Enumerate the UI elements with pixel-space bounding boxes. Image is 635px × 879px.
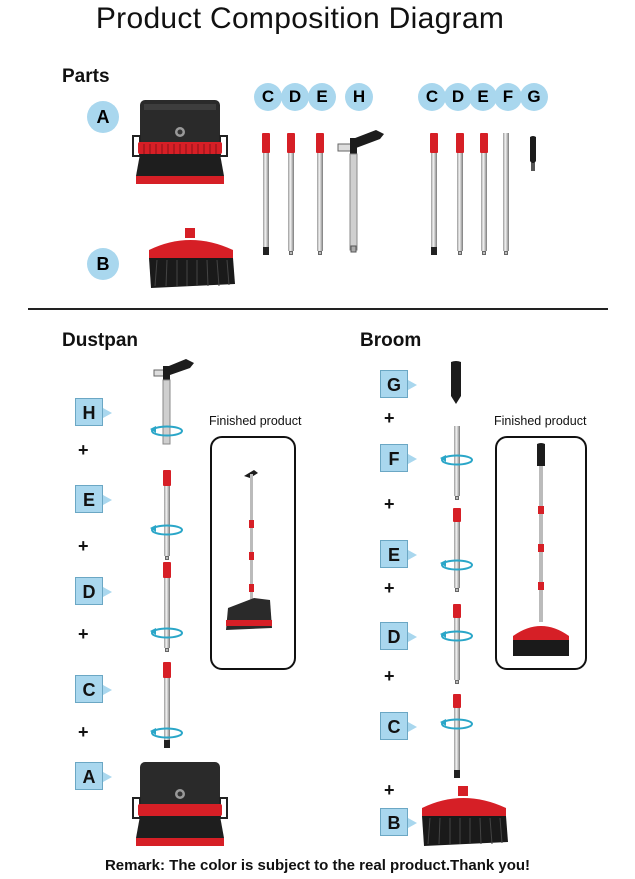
broom-finished-image [513, 443, 569, 656]
part-d-label: D [281, 83, 309, 111]
plus-sign: + [384, 408, 395, 428]
rotate-arrow-icon [440, 718, 473, 730]
broom-step-g-label: G [380, 370, 417, 398]
broom-head-image [149, 228, 235, 288]
broom-step-d-label: D [380, 622, 417, 650]
rotate-arrow-icon [150, 524, 183, 536]
broom-step-c-label: C [380, 712, 417, 740]
plus-sign: + [78, 536, 89, 556]
pole-f [503, 133, 509, 255]
dustpan-step-h-label: H [75, 398, 112, 426]
rotate-arrow-icon [440, 559, 473, 571]
pole-e2 [480, 133, 488, 255]
dustpan-step-h-image [153, 359, 194, 445]
dustpan-finished-image [226, 470, 272, 630]
broom-finished-frame [495, 436, 587, 670]
rotate-arrow-icon [150, 727, 183, 739]
broom-step-g-image [451, 361, 461, 404]
plus-sign: + [78, 624, 89, 644]
part-g-label: G [520, 83, 548, 111]
plus-sign: + [384, 578, 395, 598]
plus-sign: + [78, 440, 89, 460]
plus-sign: + [384, 666, 395, 686]
broom-base-image [422, 786, 508, 846]
dustpan-step-d-label: D [75, 577, 112, 605]
parts-heading: Parts [62, 66, 110, 87]
rotate-arrow-icon [440, 454, 473, 466]
end-cap-g [530, 136, 536, 171]
part-e-label: E [308, 83, 336, 111]
part-b-label: B [87, 248, 119, 280]
pole-c2 [430, 133, 438, 255]
broom-heading: Broom [360, 330, 422, 351]
part-a-label: A [87, 101, 119, 133]
dustpan-image [132, 100, 228, 184]
part-d2-label: D [444, 83, 472, 111]
broom-finished-label: Finished product [494, 414, 587, 428]
plus-sign: + [78, 722, 89, 742]
pole-h-handle [337, 130, 384, 253]
part-h-label: H [345, 83, 373, 111]
pole-d2 [456, 133, 464, 255]
dustpan-step-c-pole [163, 662, 171, 748]
section-divider [28, 308, 608, 310]
broom-step-b-label: B [380, 808, 417, 836]
broom-step-d-pole [453, 604, 461, 684]
dustpan-step-e-pole [163, 470, 171, 560]
part-f-label: F [494, 83, 522, 111]
remark-text: Remark: The color is subject to the real… [104, 857, 531, 874]
broom-step-e-label: E [380, 540, 417, 568]
broom-step-c-pole [453, 694, 461, 778]
rotate-arrow-icon [150, 627, 183, 639]
part-c2-label: C [418, 83, 446, 111]
pole-e [316, 133, 324, 255]
dustpan-step-d-pole [163, 562, 171, 652]
part-c-label: C [254, 83, 282, 111]
dustpan-step-a-label: A [75, 762, 112, 790]
plus-sign: + [384, 780, 395, 800]
rotate-arrow-icon [150, 425, 183, 437]
dustpan-heading: Dustpan [62, 330, 138, 351]
dustpan-base-image [132, 762, 228, 846]
pole-c [262, 133, 270, 255]
dustpan-step-e-label: E [75, 485, 112, 513]
page-title: Product Composition Diagram [95, 2, 505, 35]
part-e2-label: E [469, 83, 497, 111]
rotate-arrow-icon [440, 630, 473, 642]
broom-step-f-pole [454, 426, 460, 500]
plus-sign: + [384, 494, 395, 514]
dustpan-finished-label: Finished product [209, 414, 302, 428]
broom-step-e-pole [453, 508, 461, 592]
dustpan-step-c-label: C [75, 675, 112, 703]
broom-step-f-label: F [380, 444, 417, 472]
dustpan-finished-frame [210, 436, 296, 670]
pole-d [287, 133, 295, 255]
